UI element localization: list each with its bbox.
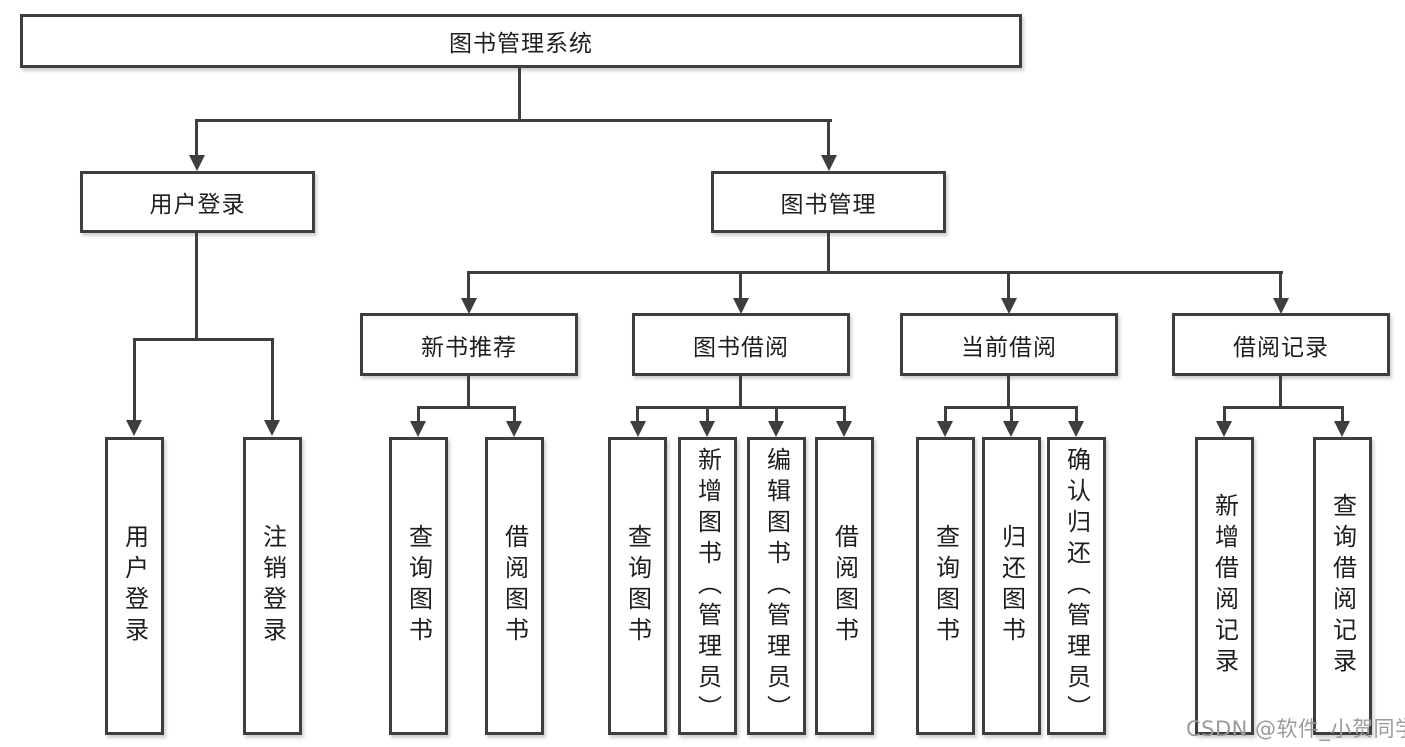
- leaf-query-borrow-record: 查询借阅记录: [1313, 437, 1372, 735]
- connector-line: [467, 271, 1283, 274]
- connector-arrowhead: [630, 421, 646, 437]
- connector-line: [1223, 406, 1226, 422]
- node-current-borrowing: 当前借阅: [900, 313, 1118, 376]
- connector-line: [944, 406, 947, 422]
- connector-line: [467, 376, 470, 408]
- leaf-borrow-books-recommend: 借阅图书: [485, 437, 544, 735]
- connector-arrowhead: [461, 298, 477, 314]
- connector-line: [417, 406, 516, 409]
- leaf-logout: 注销登录: [243, 437, 302, 735]
- node-book-management: 图书管理: [711, 171, 946, 233]
- leaf-label: 查询图书: [931, 524, 960, 648]
- leaf-label: 查询图书: [404, 524, 433, 648]
- connector-line: [706, 406, 709, 422]
- connector-line: [417, 406, 420, 422]
- leaf-label: 确认归还（管理员）: [1062, 446, 1091, 726]
- node-library-management-system: 图书管理系统: [20, 14, 1022, 68]
- node-label: 当前借阅: [961, 334, 1057, 361]
- connector-line: [1007, 376, 1010, 408]
- leaf-query-books-recommend: 查询图书: [389, 437, 448, 735]
- connector-line: [739, 376, 742, 408]
- connector-arrowhead: [836, 421, 852, 437]
- connector-line: [518, 68, 521, 121]
- connector-arrowhead: [189, 155, 205, 171]
- connector-arrowhead: [733, 298, 749, 314]
- leaf-label: 新增图书（管理员）: [693, 446, 722, 726]
- connector-arrowhead: [768, 421, 784, 437]
- connector-arrowhead: [410, 421, 426, 437]
- leaf-label: 查询图书: [623, 524, 652, 648]
- connector-line: [843, 406, 846, 422]
- connector-line: [636, 406, 639, 422]
- connector-line: [467, 271, 470, 300]
- leaf-borrow-books-borrowing: 借阅图书: [815, 437, 874, 735]
- leaf-label: 用户登录: [120, 524, 149, 648]
- connector-line: [739, 271, 742, 300]
- node-label: 图书管理: [780, 192, 877, 218]
- connector-arrowhead: [1003, 421, 1019, 437]
- connector-line: [636, 406, 846, 409]
- node-label: 图书管理系统: [449, 31, 593, 57]
- leaf-query-books-borrowing: 查询图书: [608, 437, 667, 735]
- connector-arrowhead: [699, 421, 715, 437]
- connector-line: [827, 119, 830, 156]
- connector-line: [1010, 406, 1013, 422]
- node-book-borrowing: 图书借阅: [632, 313, 850, 376]
- leaf-label: 归还图书: [997, 524, 1026, 648]
- node-user-login: 用户登录: [80, 171, 315, 233]
- leaf-label: 查询借阅记录: [1328, 493, 1357, 679]
- node-borrowing-records: 借阅记录: [1172, 313, 1390, 376]
- connector-arrowhead: [1068, 421, 1084, 437]
- leaf-edit-books-admin: 编辑图书（管理员）: [747, 437, 806, 735]
- connector-arrowhead: [126, 420, 142, 436]
- connector-line: [1075, 406, 1078, 422]
- connector-arrowhead: [821, 155, 837, 171]
- connector-arrowhead: [1273, 298, 1289, 314]
- leaf-label: 新增借阅记录: [1210, 493, 1239, 679]
- connector-line: [1223, 406, 1344, 409]
- connector-line: [1007, 271, 1010, 300]
- connector-line: [133, 338, 136, 421]
- leaf-return-books: 归还图书: [982, 437, 1041, 735]
- connector-line: [775, 406, 778, 422]
- node-label: 用户登录: [149, 192, 246, 218]
- leaf-add-borrow-record: 新增借阅记录: [1195, 437, 1254, 735]
- connector-line: [195, 119, 832, 122]
- watermark: CSDN @软件_小贺同学: [1186, 717, 1405, 741]
- leaf-user-login: 用户登录: [105, 437, 164, 735]
- leaf-label: 借阅图书: [830, 524, 859, 648]
- connector-arrowhead: [1334, 421, 1350, 437]
- node-label: 新书推荐: [421, 334, 517, 361]
- connector-line: [513, 406, 516, 422]
- leaf-add-books-admin: 新增图书（管理员）: [678, 437, 737, 735]
- leaf-label: 注销登录: [258, 524, 287, 648]
- connector-arrowhead: [264, 420, 280, 436]
- connector-arrowhead: [1001, 298, 1017, 314]
- leaf-query-books-current: 查询图书: [916, 437, 975, 735]
- connector-line: [133, 338, 274, 341]
- connector-line: [1279, 271, 1282, 300]
- node-new-book-recommendation: 新书推荐: [360, 313, 578, 376]
- node-label: 借阅记录: [1233, 334, 1329, 361]
- connector-line: [1279, 376, 1282, 408]
- connector-line: [195, 119, 198, 156]
- connector-arrowhead: [506, 421, 522, 437]
- connector-line: [195, 233, 198, 340]
- connector-line: [827, 233, 830, 274]
- connector-arrowhead: [1216, 421, 1232, 437]
- connector-line: [1341, 406, 1344, 422]
- connector-arrowhead: [937, 421, 953, 437]
- leaf-confirm-return-admin: 确认归还（管理员）: [1047, 437, 1106, 735]
- leaf-label: 编辑图书（管理员）: [762, 446, 791, 726]
- node-label: 图书借阅: [693, 334, 789, 361]
- leaf-label: 借阅图书: [500, 524, 529, 648]
- connector-line: [271, 338, 274, 421]
